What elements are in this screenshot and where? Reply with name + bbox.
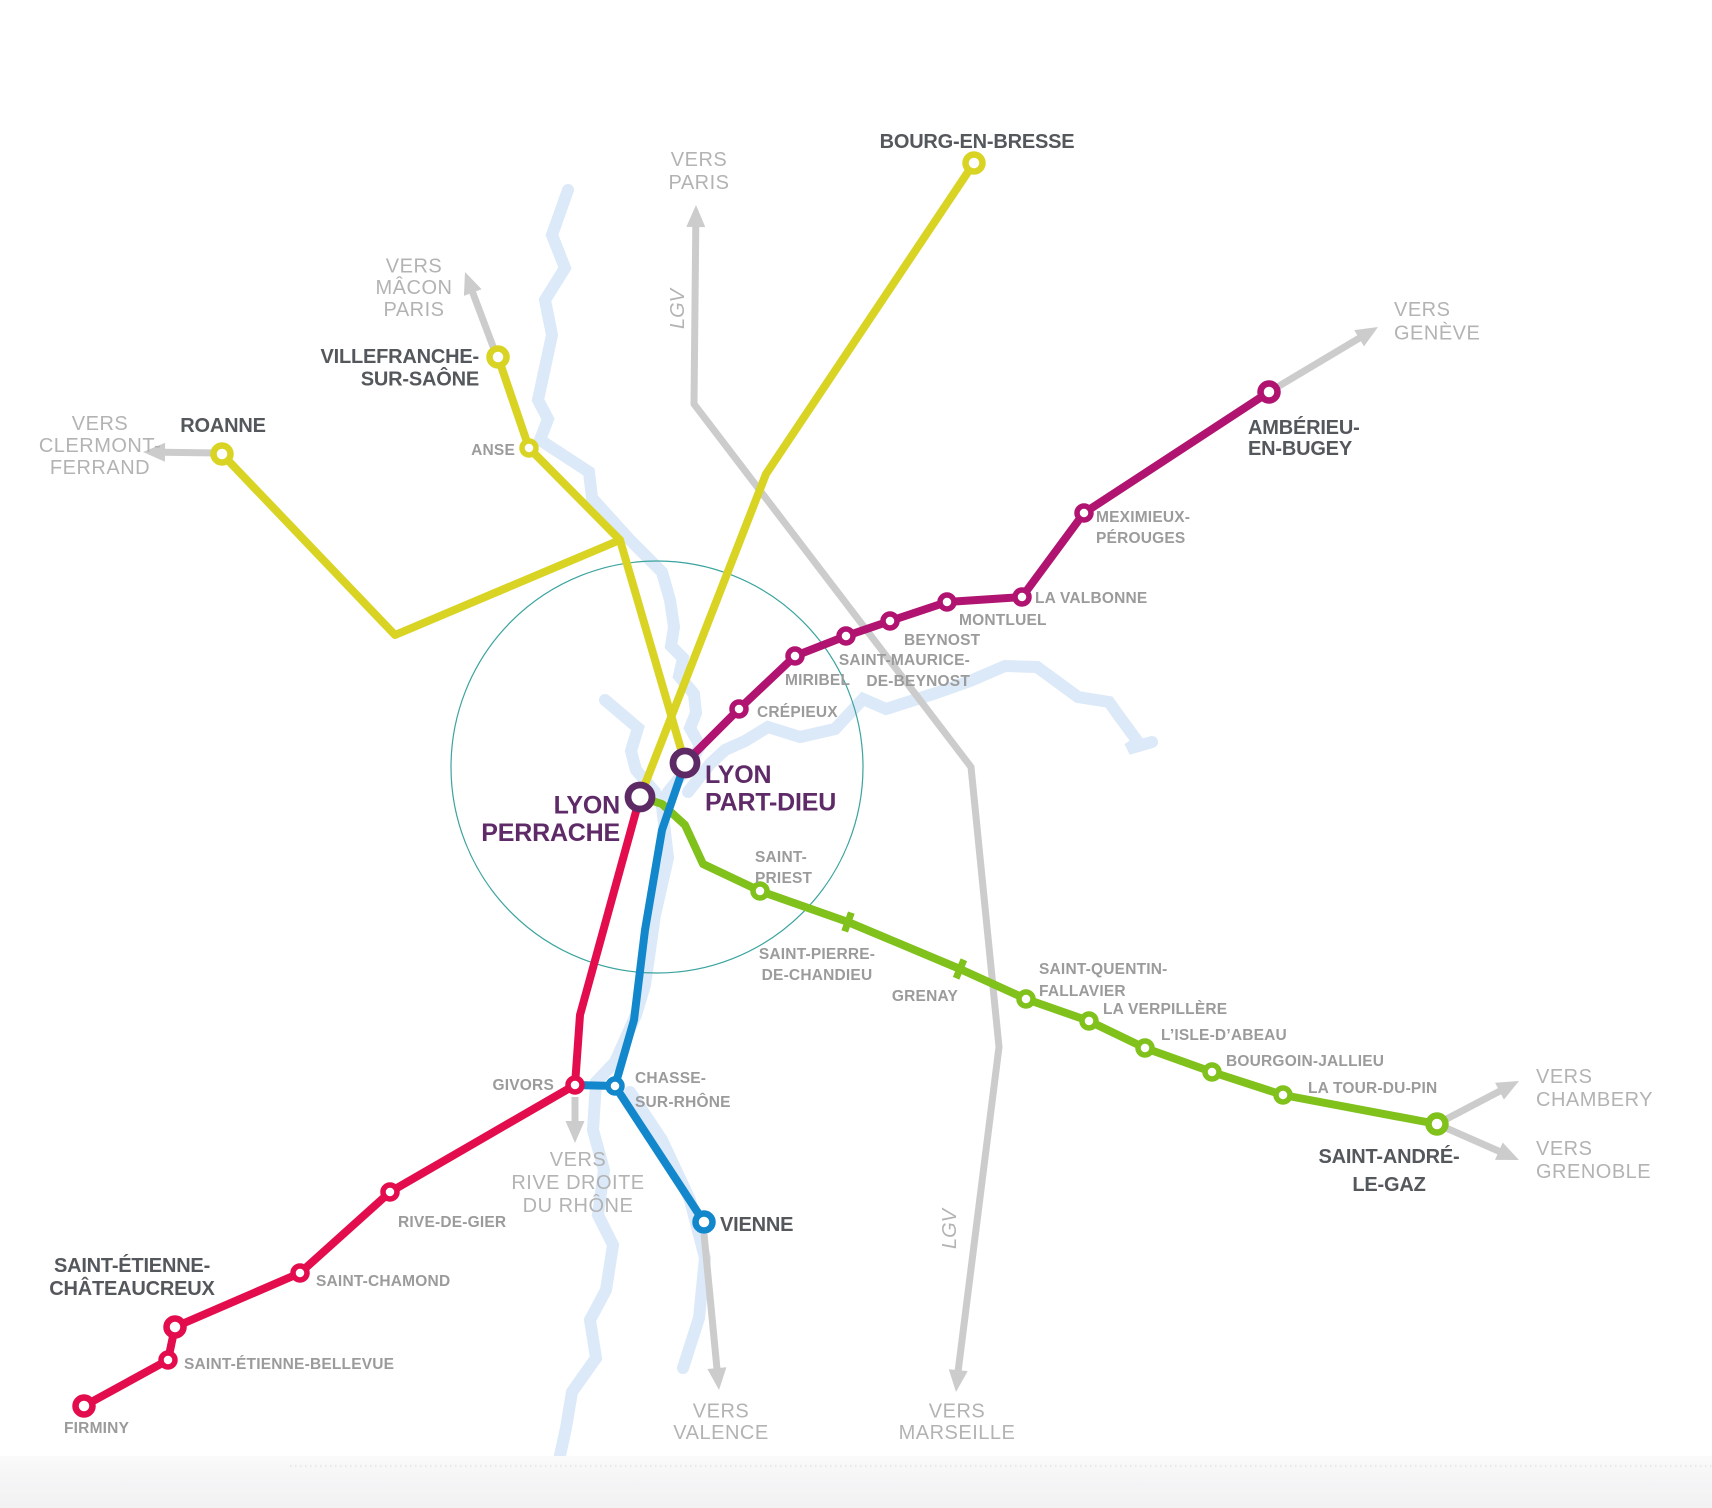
svg-text:LE-GAZ: LE-GAZ: [1352, 1174, 1425, 1196]
svg-text:MEXIMIEUX-: MEXIMIEUX-: [1096, 509, 1190, 526]
svg-text:SAINT-PIERRE-: SAINT-PIERRE-: [759, 946, 875, 963]
svg-text:FALLAVIER: FALLAVIER: [1039, 983, 1126, 1000]
svg-text:LGV: LGV: [939, 1207, 961, 1249]
svg-text:VERS: VERS: [671, 149, 727, 171]
svg-text:DE-BEYNOST: DE-BEYNOST: [866, 673, 970, 690]
svg-text:VILLEFRANCHE-: VILLEFRANCHE-: [320, 346, 479, 368]
svg-text:SAINT-ÉTIENNE-: SAINT-ÉTIENNE-: [54, 1254, 210, 1277]
svg-text:BOURGOIN-JALLIEU: BOURGOIN-JALLIEU: [1226, 1053, 1384, 1070]
svg-text:FERRAND: FERRAND: [50, 457, 150, 479]
svg-text:DE-CHANDIEU: DE-CHANDIEU: [762, 967, 873, 984]
svg-text:PRIEST: PRIEST: [755, 870, 813, 887]
svg-text:ANSE: ANSE: [471, 442, 515, 459]
svg-text:SUR-RHÔNE: SUR-RHÔNE: [635, 1093, 731, 1111]
svg-text:LA VERPILLÈRE: LA VERPILLÈRE: [1103, 1001, 1227, 1018]
svg-text:LYON: LYON: [705, 761, 771, 789]
svg-text:VERS: VERS: [1536, 1066, 1592, 1088]
svg-text:GIVORS: GIVORS: [493, 1077, 555, 1094]
svg-text:SAINT-MAURICE-: SAINT-MAURICE-: [839, 652, 970, 669]
svg-text:PERRACHE: PERRACHE: [481, 819, 620, 847]
svg-text:AMBÉRIEU-: AMBÉRIEU-: [1248, 416, 1360, 439]
svg-text:MÂCON: MÂCON: [376, 276, 453, 299]
svg-text:DU RHÔNE: DU RHÔNE: [523, 1194, 634, 1217]
svg-text:VERS: VERS: [386, 256, 442, 278]
svg-text:SAINT-ÉTIENNE-BELLEVUE: SAINT-ÉTIENNE-BELLEVUE: [184, 1356, 394, 1373]
svg-text:BOURG-EN-BRESSE: BOURG-EN-BRESSE: [880, 131, 1075, 153]
svg-text:PART-DIEU: PART-DIEU: [705, 789, 836, 817]
svg-text:CRÉPIEUX: CRÉPIEUX: [757, 704, 838, 721]
svg-text:LYON: LYON: [554, 792, 620, 820]
svg-text:PARIS: PARIS: [383, 299, 444, 321]
svg-text:PARIS: PARIS: [668, 172, 729, 194]
svg-text:GENÈVE: GENÈVE: [1394, 322, 1480, 345]
svg-text:GRENOBLE: GRENOBLE: [1536, 1161, 1651, 1183]
svg-text:VERS: VERS: [1394, 299, 1450, 321]
svg-text:RIVE-DE-GIER: RIVE-DE-GIER: [398, 1214, 506, 1231]
svg-text:CHÂTEAUCREUX: CHÂTEAUCREUX: [49, 1276, 215, 1300]
svg-text:EN-BUGEY: EN-BUGEY: [1248, 438, 1353, 460]
svg-text:ROANNE: ROANNE: [180, 415, 265, 437]
svg-text:LA VALBONNE: LA VALBONNE: [1035, 590, 1147, 607]
svg-text:VERS: VERS: [693, 1401, 749, 1423]
svg-text:CHASSE-: CHASSE-: [635, 1070, 706, 1087]
svg-text:SUR-SAÔNE: SUR-SAÔNE: [361, 367, 479, 391]
svg-text:FIRMINY: FIRMINY: [64, 1420, 130, 1437]
svg-text:SAINT-ANDRÉ-: SAINT-ANDRÉ-: [1319, 1145, 1460, 1168]
svg-text:MIRIBEL: MIRIBEL: [785, 672, 850, 689]
svg-text:GRENAY: GRENAY: [892, 988, 959, 1005]
svg-text:RIVE DROITE: RIVE DROITE: [511, 1172, 644, 1194]
svg-text:VERS: VERS: [1536, 1138, 1592, 1160]
svg-text:VERS: VERS: [72, 413, 128, 435]
svg-text:CLERMONT-: CLERMONT-: [39, 435, 161, 457]
svg-text:VERS: VERS: [550, 1149, 606, 1171]
svg-text:SAINT-QUENTIN-: SAINT-QUENTIN-: [1039, 961, 1168, 978]
svg-text:L’ISLE-D’ABEAU: L’ISLE-D’ABEAU: [1161, 1027, 1287, 1044]
svg-text:LA TOUR-DU-PIN: LA TOUR-DU-PIN: [1308, 1080, 1437, 1097]
svg-text:MONTLUEL: MONTLUEL: [959, 612, 1047, 629]
svg-text:VALENCE: VALENCE: [673, 1422, 768, 1444]
svg-text:SAINT-CHAMOND: SAINT-CHAMOND: [316, 1273, 450, 1290]
svg-text:SAINT-: SAINT-: [755, 849, 807, 866]
svg-text:LGV: LGV: [667, 287, 689, 329]
svg-text:BEYNOST: BEYNOST: [904, 632, 981, 649]
svg-text:VIENNE: VIENNE: [720, 1214, 793, 1236]
svg-text:PÉROUGES: PÉROUGES: [1096, 530, 1185, 547]
svg-text:MARSEILLE: MARSEILLE: [899, 1422, 1016, 1444]
svg-text:CHAMBERY: CHAMBERY: [1536, 1089, 1653, 1111]
svg-text:VERS: VERS: [929, 1401, 985, 1423]
